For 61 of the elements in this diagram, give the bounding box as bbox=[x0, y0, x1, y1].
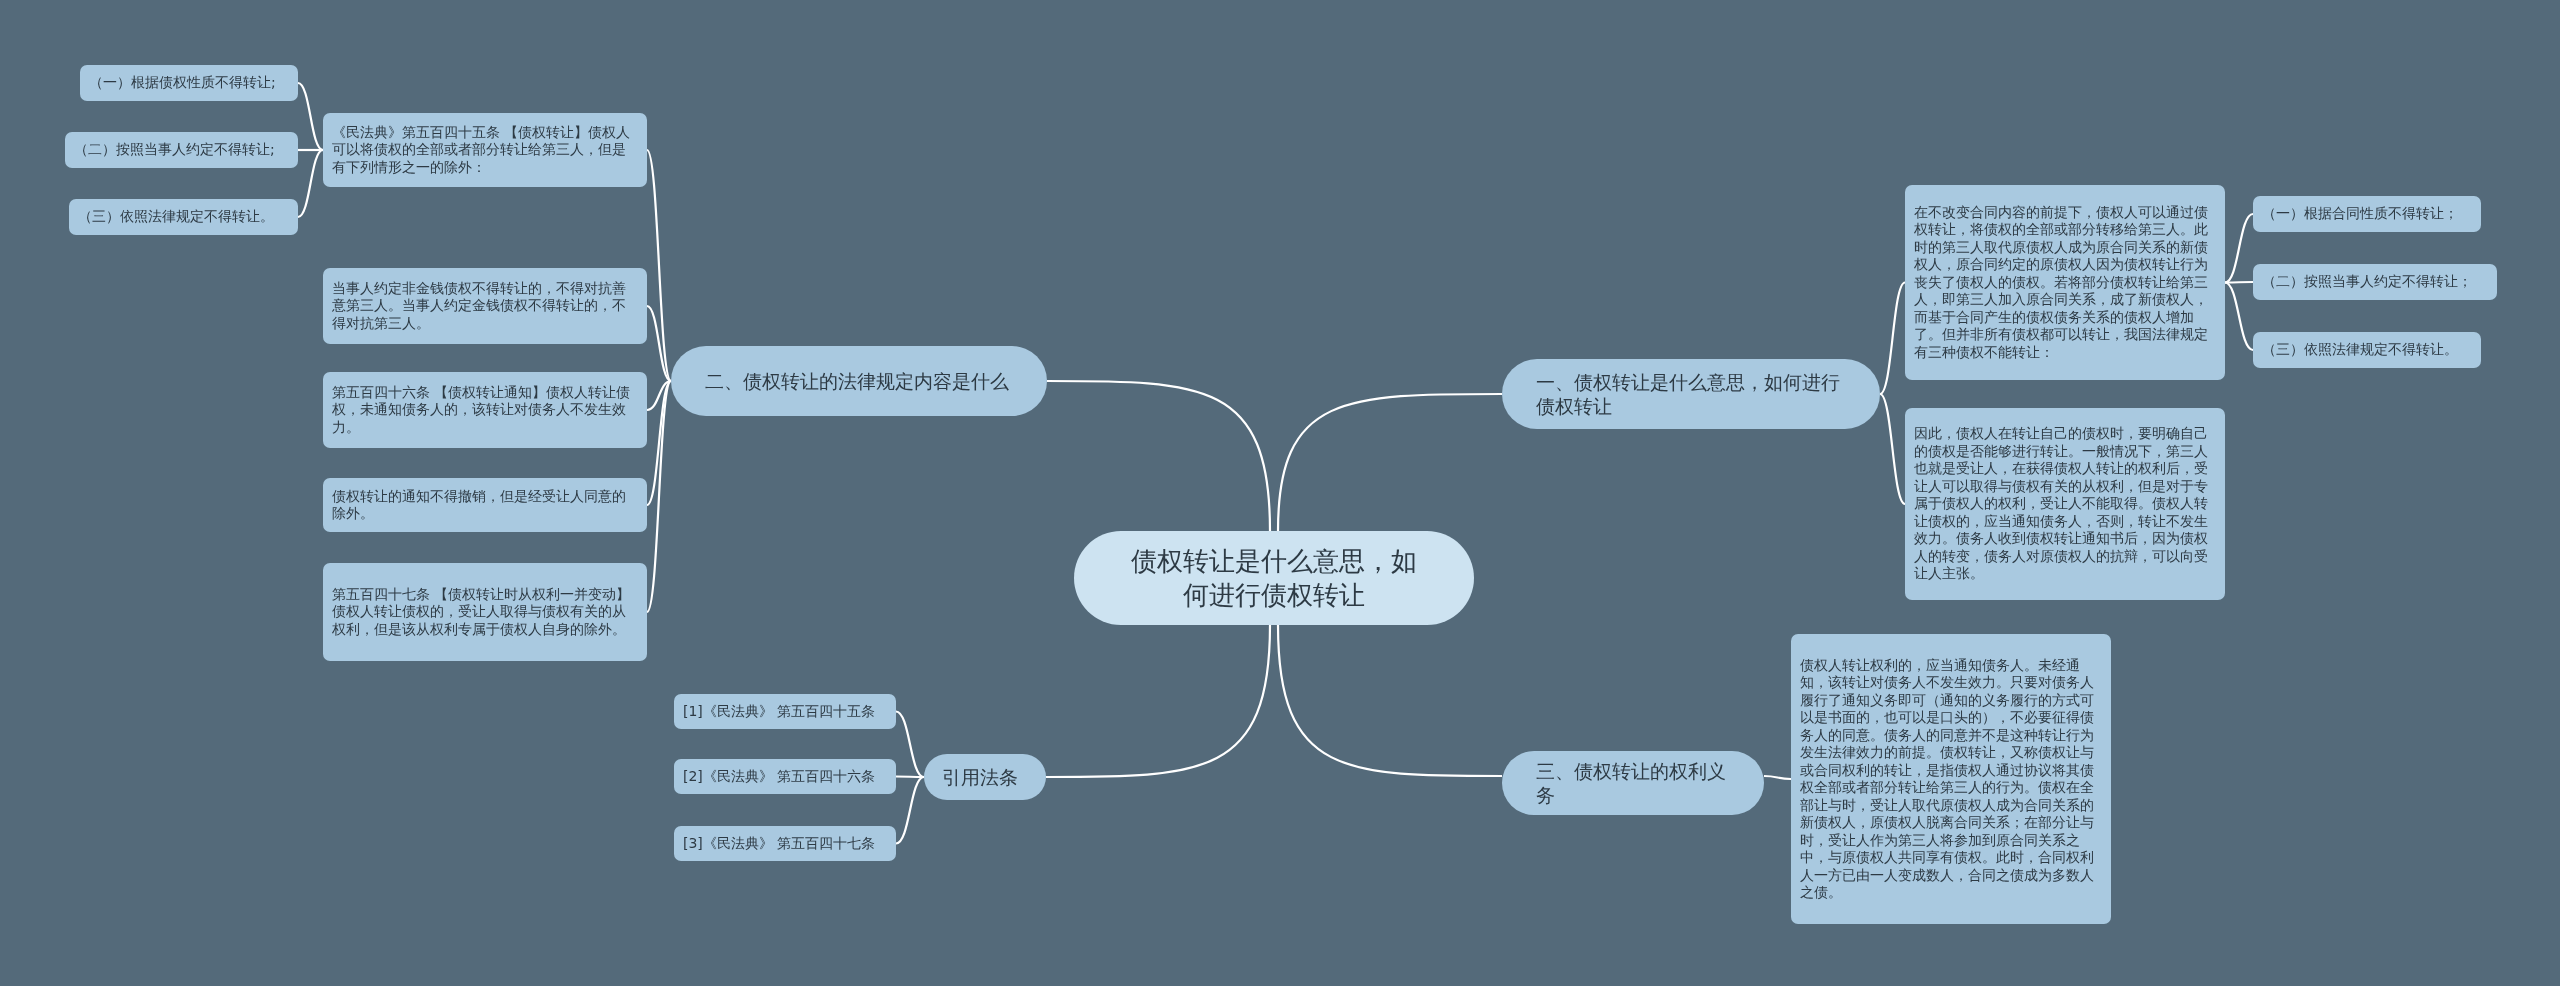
connector-line bbox=[895, 710, 925, 779]
central-topic-text: 债权转让是什么意思，如何进行债权转让 bbox=[1130, 545, 1418, 612]
connector-line bbox=[646, 379, 672, 412]
connector-line bbox=[646, 380, 672, 613]
connector-line bbox=[2225, 280, 2253, 284]
leaf-box bbox=[674, 759, 896, 794]
connector-line bbox=[1879, 393, 1906, 505]
connector-line bbox=[1046, 624, 1272, 779]
connector-line bbox=[646, 149, 672, 382]
connector-line bbox=[1276, 392, 1502, 532]
connector-line bbox=[2224, 281, 2254, 351]
connector-line bbox=[297, 149, 324, 218]
note-box bbox=[323, 563, 647, 661]
note-text: 债权转让的通知不得撤销，但是经受让人同意的除外。 bbox=[332, 487, 627, 523]
leaf-box bbox=[674, 826, 896, 861]
connector-line bbox=[646, 380, 672, 506]
note-text: 第五百四十七条 【债权转让时从权利一并变动】债权人转让债权的，受让人取得与债权有关的从权利，但是该从权利专属于债权人自身的除外。 bbox=[332, 585, 632, 639]
note-box bbox=[323, 478, 647, 532]
topic-text: 二、债权转让的法律规定内容是什么 bbox=[705, 369, 1009, 393]
connector-line bbox=[896, 775, 924, 779]
note-text: 《民法典》第五百四十五条 【债权转让】债权人可以将债权的全部或者部分转让给第三人，但是有下列情形之一的除外： bbox=[332, 123, 632, 177]
topic-text: 一、债权转让是什么意思，如何进行债权转让 bbox=[1536, 370, 1841, 418]
topic-text: 三、债权转让的权利义务 bbox=[1536, 759, 1727, 807]
connector-line bbox=[1276, 624, 1502, 778]
topic-text: 引用法条 bbox=[942, 765, 1018, 789]
connector-line bbox=[1879, 281, 1906, 395]
leaf-box bbox=[2253, 196, 2481, 232]
leaf-text: （二）按照当事人约定不得转让; bbox=[74, 141, 275, 159]
leaf-box bbox=[2253, 332, 2481, 368]
leaf-text: （三）依照法律规定不得转让。 bbox=[2262, 341, 2458, 359]
connector-line bbox=[297, 82, 324, 151]
connector-line bbox=[2224, 213, 2254, 284]
leaf-text: [1]《民法典》 第五百四十五条 bbox=[683, 702, 876, 721]
note-box bbox=[323, 372, 647, 448]
note-text: 在不改变合同内容的前提下，债权人可以通过债权转让，将债权的全部或部分转移给第三人。此时的第三人取代原债权人成为原合同关系的新债权人，原合同约定的原债权人因为债权转让行为丧失了债权人的债权。若将部分债权转让给第三人，即第三人加入原合同关系，成了新债权人，而基于合同产生的债权债务关系的债权人增加了。但并非所有债权都可以转让，我国法律规定有三种债权不能转让： bbox=[1914, 203, 2209, 362]
connector-line bbox=[298, 148, 323, 152]
leaf-box bbox=[674, 694, 896, 729]
leaf-text: （一）根据合同性质不得转让； bbox=[2262, 205, 2458, 223]
note-box bbox=[1905, 408, 2225, 600]
connector-line bbox=[1763, 774, 1792, 781]
leaf-box bbox=[65, 132, 298, 168]
leaf-text: （二）按照当事人约定不得转让； bbox=[2262, 273, 2472, 291]
leaf-box bbox=[69, 199, 298, 235]
leaf-text: [2]《民法典》 第五百四十六条 bbox=[683, 767, 876, 786]
topic-pill bbox=[924, 754, 1046, 800]
note-text: 第五百四十六条 【债权转让通知】债权人转让债权，未通知债务人的，该转让对债务人不发生效力。 bbox=[332, 383, 632, 437]
note-box bbox=[1791, 634, 2111, 924]
leaf-text: （一）根据债权性质不得转让; bbox=[89, 74, 276, 92]
note-text: 当事人约定非金钱债权不得转让的，不得对抗善意第三人。当事人约定金钱债权不得转让的，不得对抗第三人。 bbox=[332, 279, 627, 333]
note-box bbox=[323, 113, 647, 187]
note-text: 债权人转让权利的，应当通知债务人。未经通知，该转让对债务人不发生效力。只要对债务人履行了通知义务即可（通知的义务履行的方式可以是书面的，也可以是口头的），不必要征得债务人的同意。债务人的同意并不是这种转让行为发生法律效力的前提。债权转让，又称债权让与或合同权利的转让，是指债权人通过协议将其债权全部或者部分转让给第三人的行为。债权在全部让与时，受让人取代原债权人成为合同关系的新债权人，原债权人脱离合同关系；在部分让与时，受让人作为第三人将参加到原合同关系之中，与原债权人共同享有债权。此时，合同权利人一方已由一人变成数人，合同之债成为多数人之债。 bbox=[1800, 656, 2095, 902]
leaf-text: （三）依照法律规定不得转让。 bbox=[78, 208, 274, 226]
note-text: 因此，债权人在转让自己的债权时，要明确自己的债权是否能够进行转让。一般情况下，第三人也就是受让人，在获得债权人转让的权利后，受让人可以取得与债权有关的从权利，但是对于专属于债权人的权利，受让人不能取得。债权人转让债权的，应当通知债务人，否则，转让不发生效力。债务人收到债权转让通知书后，因为债权人的转变，债务人对原债权人的抗辩，可以向受让人主张。 bbox=[1914, 425, 2209, 583]
leaf-box bbox=[80, 65, 298, 101]
connector-line bbox=[895, 776, 925, 845]
connector-line bbox=[646, 305, 672, 382]
leaf-text: [3]《民法典》 第五百四十七条 bbox=[683, 834, 876, 853]
leaf-box bbox=[2253, 264, 2497, 300]
note-box bbox=[1905, 185, 2225, 380]
note-box bbox=[323, 268, 647, 344]
connector-line bbox=[1047, 379, 1272, 532]
